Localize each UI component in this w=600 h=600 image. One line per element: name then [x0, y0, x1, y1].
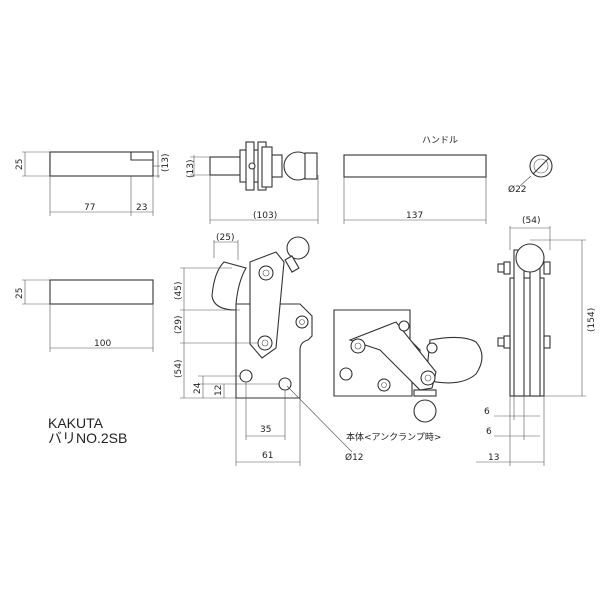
dim-25-top: 25	[15, 159, 25, 170]
clamp-unclamped-view	[333, 309, 483, 423]
dim-54-left: (54)	[174, 360, 184, 378]
label-handle: ハンドル	[422, 136, 458, 146]
model-name: バリNO.2SB	[48, 430, 127, 446]
clamp-top-view	[190, 141, 319, 224]
dim-137: 137	[406, 211, 423, 221]
dim-12: 12	[214, 385, 224, 396]
dim-22: Ø22	[508, 184, 527, 195]
dim-12-hole: Ø12	[345, 452, 364, 463]
dim-61: 61	[262, 451, 273, 461]
dim-77: 77	[84, 203, 95, 213]
dim-100: 100	[94, 339, 111, 349]
handle-side-bar	[343, 154, 487, 224]
handle-bar-mid	[22, 279, 154, 352]
dim-54-right: (54)	[522, 216, 540, 226]
dim-13-c: 13	[488, 453, 499, 463]
dim-23: 23	[136, 203, 147, 213]
dim-35: 35	[260, 425, 271, 435]
dim-154: (154)	[587, 308, 597, 332]
dim-25-paren: (25)	[216, 233, 234, 243]
clamp-front-view	[180, 236, 353, 466]
dim-45: (45)	[174, 282, 184, 300]
dim-13-a: (13)	[161, 154, 171, 172]
dim-6-b: 6	[486, 427, 492, 437]
maker-name: KAKUTA	[48, 415, 104, 431]
dim-6-a: 6	[484, 407, 490, 417]
clamp-side-view	[476, 226, 586, 466]
knob-circle	[519, 154, 553, 187]
dim-24: 24	[193, 382, 203, 394]
dim-103: (103)	[253, 211, 277, 221]
handle-top-bar	[22, 150, 160, 216]
dim-29: (29)	[174, 316, 184, 334]
dim-13-b: (13)	[186, 160, 196, 178]
label-body: 本体<アンクランプ時>	[346, 431, 441, 443]
dim-25-mid: 25	[15, 288, 25, 299]
